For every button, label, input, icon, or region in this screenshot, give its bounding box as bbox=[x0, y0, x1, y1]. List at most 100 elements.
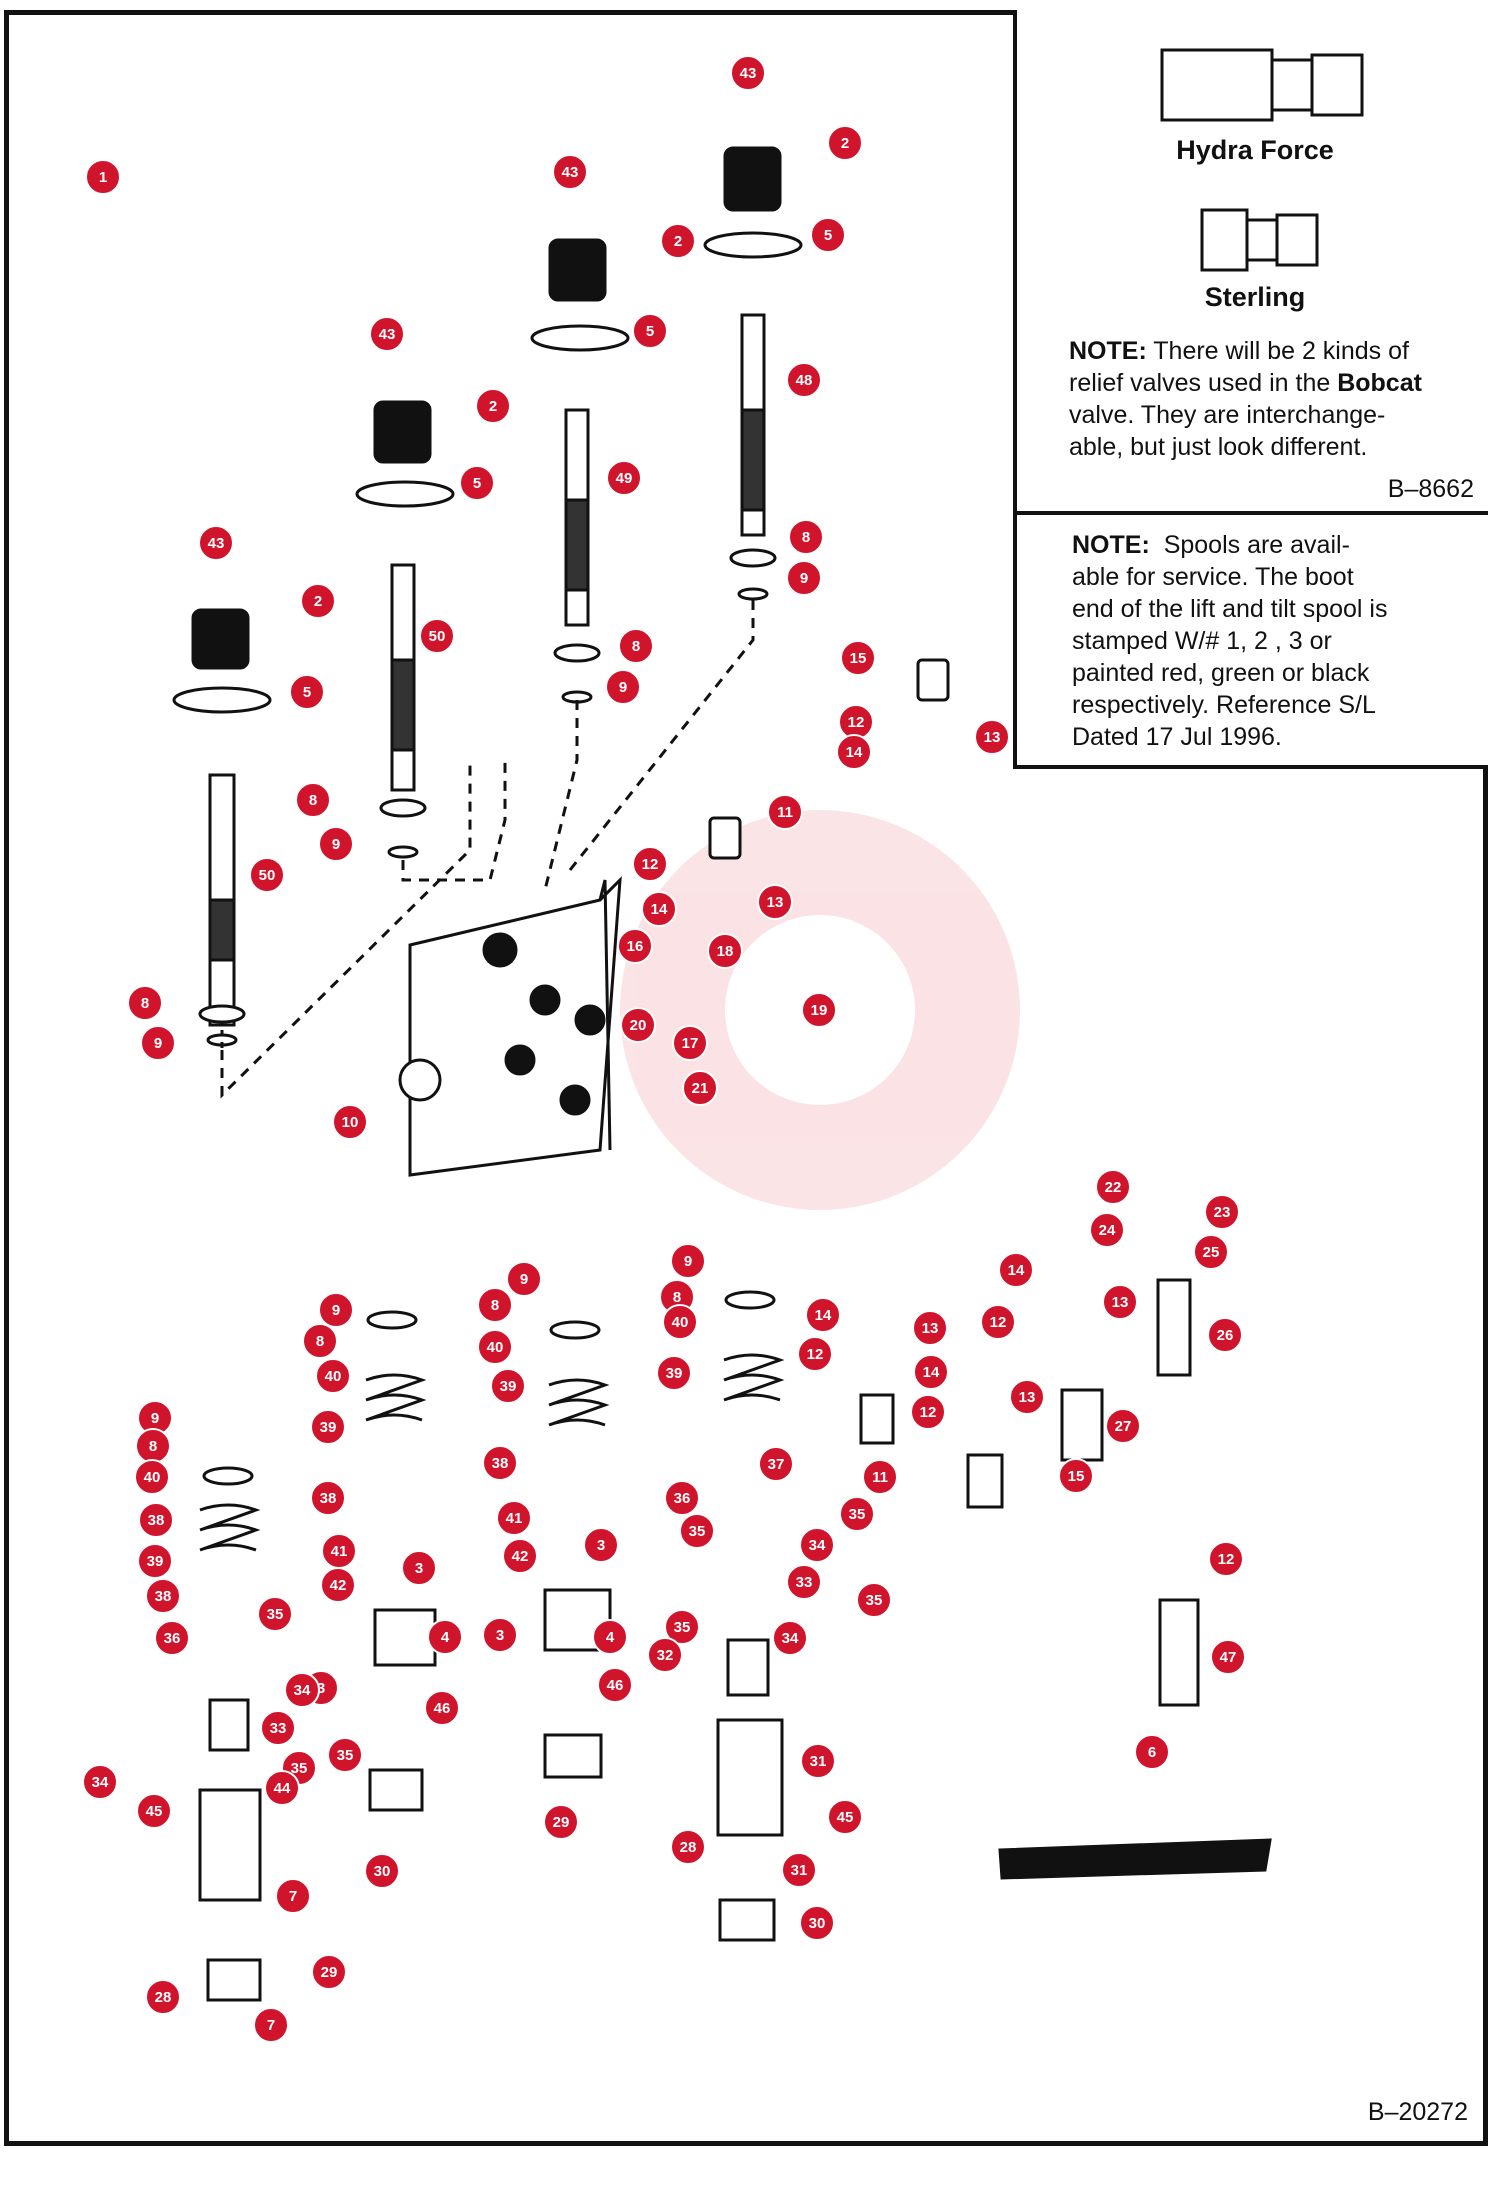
part-callout-43: 43 bbox=[198, 525, 234, 561]
part-callout-label: 6 bbox=[1148, 1744, 1156, 1761]
part-callout-label: 8 bbox=[802, 529, 810, 546]
part-callout-43: 43 bbox=[730, 55, 766, 91]
part-callout-36: 36 bbox=[154, 1620, 190, 1656]
part-callout-8: 8 bbox=[477, 1287, 513, 1323]
part-callout-label: 12 bbox=[848, 714, 865, 731]
part-callout-46: 46 bbox=[597, 1667, 633, 1703]
part-callout-35: 35 bbox=[839, 1496, 875, 1532]
part-callout-label: 46 bbox=[607, 1677, 624, 1694]
part-callout-label: 41 bbox=[506, 1510, 523, 1527]
part-callout-11: 11 bbox=[862, 1459, 898, 1495]
part-callout-label: 12 bbox=[990, 1314, 1007, 1331]
part-callout-label: 30 bbox=[374, 1863, 391, 1880]
part-callout-35: 35 bbox=[664, 1609, 700, 1645]
part-callout-label: 45 bbox=[837, 1809, 854, 1826]
part-callout-8: 8 bbox=[302, 1323, 338, 1359]
part-callout-39: 39 bbox=[310, 1409, 346, 1445]
note-line: able, but just look different. bbox=[1069, 433, 1368, 461]
part-callout-label: 27 bbox=[1115, 1418, 1132, 1435]
note-line: Spools are avail- bbox=[1163, 531, 1350, 559]
part-callout-40: 40 bbox=[477, 1329, 513, 1365]
part-callout-label: 8 bbox=[632, 638, 640, 655]
part-callout-35: 35 bbox=[856, 1582, 892, 1618]
part-callout-label: 42 bbox=[512, 1548, 529, 1565]
part-callout-26: 26 bbox=[1207, 1317, 1243, 1353]
part-callout-41: 41 bbox=[321, 1533, 357, 1569]
relief-note-ref: B–8662 bbox=[1387, 475, 1474, 503]
part-callout-9: 9 bbox=[786, 560, 822, 596]
part-callout-label: 34 bbox=[782, 1630, 799, 1647]
part-callout-2: 2 bbox=[660, 223, 696, 259]
part-callout-label: 2 bbox=[314, 593, 322, 610]
part-callout-label: 50 bbox=[429, 628, 446, 645]
part-callout-40: 40 bbox=[662, 1304, 698, 1340]
part-callout-label: 36 bbox=[164, 1630, 181, 1647]
part-callout-label: 7 bbox=[289, 1888, 297, 1905]
part-callout-label: 8 bbox=[309, 792, 317, 809]
part-callout-label: 3 bbox=[317, 1680, 325, 1697]
part-callout-3: 3 bbox=[401, 1550, 437, 1586]
part-callout-label: 35 bbox=[291, 1760, 308, 1777]
part-callout-29: 29 bbox=[543, 1804, 579, 1840]
part-callout-35: 35 bbox=[257, 1596, 293, 1632]
part-callout-label: 34 bbox=[92, 1774, 109, 1791]
part-callout-38: 38 bbox=[138, 1502, 174, 1538]
part-callout-label: 36 bbox=[674, 1490, 691, 1507]
note-brand: Bobcat bbox=[1337, 369, 1422, 397]
part-callout-2: 2 bbox=[475, 388, 511, 424]
part-callout-label: 38 bbox=[155, 1588, 172, 1605]
part-callout-38: 38 bbox=[145, 1578, 181, 1614]
part-callout-label: 9 bbox=[332, 836, 340, 853]
part-callout-9: 9 bbox=[506, 1261, 542, 1297]
part-callout-46: 46 bbox=[424, 1690, 460, 1726]
part-callout-27: 27 bbox=[1105, 1408, 1141, 1444]
part-callout-12: 12 bbox=[797, 1336, 833, 1372]
part-callout-label: 25 bbox=[1203, 1244, 1220, 1261]
part-callout-14: 14 bbox=[836, 734, 872, 770]
part-callout-label: 14 bbox=[923, 1364, 940, 1381]
part-callout-11: 11 bbox=[767, 794, 803, 830]
part-callout-label: 12 bbox=[920, 1404, 937, 1421]
part-callout-label: 2 bbox=[674, 233, 682, 250]
part-callout-3: 3 bbox=[583, 1527, 619, 1563]
part-callout-34: 34 bbox=[772, 1620, 808, 1656]
part-callout-label: 39 bbox=[500, 1378, 517, 1395]
part-callout-label: 19 bbox=[811, 1002, 828, 1019]
part-callout-label: 37 bbox=[768, 1456, 785, 1473]
part-callout-label: 45 bbox=[146, 1803, 163, 1820]
part-callout-label: 29 bbox=[553, 1814, 570, 1831]
part-callout-label: 9 bbox=[800, 570, 808, 587]
part-callout-label: 40 bbox=[672, 1314, 689, 1331]
part-callout-40: 40 bbox=[134, 1459, 170, 1495]
part-callout-label: 47 bbox=[1220, 1649, 1237, 1666]
note-line: relief valves used in the bbox=[1069, 369, 1338, 397]
part-callout-label: 21 bbox=[692, 1080, 709, 1097]
part-callout-48: 48 bbox=[786, 362, 822, 398]
part-callout-9: 9 bbox=[318, 826, 354, 862]
part-callout-label: 35 bbox=[674, 1619, 691, 1636]
note-line: valve. They are interchange- bbox=[1069, 401, 1386, 429]
part-callout-39: 39 bbox=[137, 1543, 173, 1579]
part-callout-9: 9 bbox=[140, 1025, 176, 1061]
part-callout-37: 37 bbox=[758, 1446, 794, 1482]
note-line: painted red, green or black bbox=[1072, 659, 1370, 687]
part-callout-label: 35 bbox=[866, 1592, 883, 1609]
part-callout-label: 35 bbox=[337, 1747, 354, 1764]
part-callout-label: 13 bbox=[1112, 1294, 1129, 1311]
relief-valve-note-box: Hydra Force Sterling NOTE: There will be… bbox=[1013, 10, 1488, 515]
part-callout-2: 2 bbox=[300, 583, 336, 619]
part-callout-24: 24 bbox=[1089, 1212, 1125, 1248]
part-callout-43: 43 bbox=[552, 154, 588, 190]
part-callout-label: 8 bbox=[491, 1297, 499, 1314]
part-callout-31: 31 bbox=[800, 1743, 836, 1779]
hydra-force-valve-icon bbox=[1160, 48, 1364, 122]
part-callout-34: 34 bbox=[284, 1672, 320, 1708]
part-callout-label: 23 bbox=[1214, 1204, 1231, 1221]
part-callout-14: 14 bbox=[805, 1297, 841, 1333]
part-callout-4: 4 bbox=[427, 1619, 463, 1655]
part-callout-29: 29 bbox=[311, 1954, 347, 1990]
part-callout-12: 12 bbox=[910, 1394, 946, 1430]
part-callout-label: 8 bbox=[149, 1438, 157, 1455]
part-callout-28: 28 bbox=[670, 1829, 706, 1865]
